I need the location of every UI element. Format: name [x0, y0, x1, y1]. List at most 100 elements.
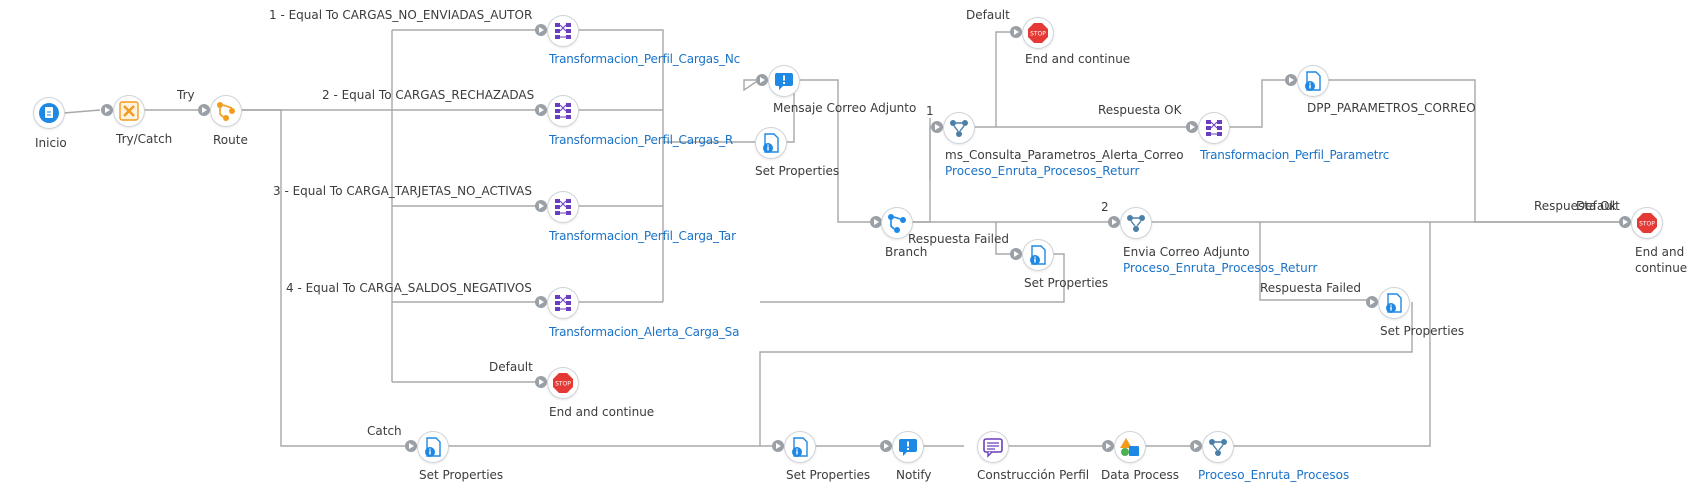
transform-node-3[interactable] — [548, 192, 578, 222]
envia-sub-label[interactable]: Proceso_Enruta_Procesos_Returr — [1123, 261, 1318, 275]
default-right-label: Default — [1576, 199, 1620, 213]
branch-node[interactable] — [882, 208, 912, 238]
inicio-label: Inicio — [35, 136, 67, 150]
branch-2-edge-label: 2 — [1101, 200, 1109, 214]
stop-node-right[interactable]: STOP — [1632, 208, 1662, 238]
set-properties-icon — [425, 437, 441, 457]
set-properties-icon — [763, 133, 779, 153]
respuesta-failed-1-label: Respuesta Failed — [908, 232, 1009, 246]
route-stop-in-port[interactable] — [535, 376, 547, 388]
trycatch-label: Try/Catch — [116, 132, 173, 146]
setprops-right-in-port[interactable] — [1366, 296, 1378, 308]
dataprocess-in-port[interactable] — [1102, 440, 1114, 452]
mensaje-node[interactable] — [769, 66, 799, 96]
setprops-node-top[interactable] — [756, 128, 786, 158]
stop-right-label-2: continue — [1635, 261, 1688, 275]
dpp-in-port[interactable] — [1285, 74, 1297, 86]
route-node[interactable] — [211, 96, 241, 126]
svg-text:STOP: STOP — [1030, 31, 1046, 38]
transform-node-4[interactable] — [548, 288, 578, 318]
default-top-edge-label: Default — [966, 8, 1010, 22]
inicio-node[interactable] — [34, 98, 64, 128]
setprops-node-bottom[interactable] — [785, 432, 815, 462]
transform-3-label[interactable]: Transformacion_Perfil_Carga_Tar — [549, 229, 736, 243]
respuesta-ok-right-label: Respuesta Ok — [1534, 199, 1617, 213]
trycatch-in-port[interactable] — [101, 104, 113, 116]
stop-right-in-port[interactable] — [1619, 216, 1631, 228]
route-default-edge-label: Default — [489, 360, 533, 374]
transform-node-2[interactable] — [548, 96, 578, 126]
proceso-enruta-in-port[interactable] — [1190, 440, 1202, 452]
transform-2-label[interactable]: Transformacion_Perfil_Cargas_R — [549, 133, 733, 147]
construccion-label: Construcción Perfil — [977, 468, 1090, 482]
catch-setprops-node[interactable] — [418, 432, 448, 462]
stop-top-label: End and continue — [1025, 52, 1131, 66]
mensaje-label: Mensaje Correo Adjunto — [773, 101, 917, 115]
notify-in-port[interactable] — [880, 440, 892, 452]
process-call-icon — [1127, 215, 1145, 232]
route-branch-1-label: 1 - Equal To CARGAS_NO_ENVIADAS_AUTOR — [269, 8, 533, 22]
setprops-mid-label: Set Properties — [1024, 276, 1109, 290]
t2-in-port[interactable] — [535, 104, 547, 116]
t1-in-port[interactable] — [535, 24, 547, 36]
svg-text:STOP: STOP — [1639, 221, 1655, 228]
catch-setprops-in-port[interactable] — [405, 440, 417, 452]
catch-edge-label: Catch — [367, 424, 402, 438]
process-call-icon — [1209, 439, 1227, 456]
stop-node-top[interactable]: STOP — [1023, 18, 1053, 48]
setprops-mid-in-port[interactable] — [1010, 248, 1022, 260]
branch-1-edge-label: 1 — [926, 104, 934, 118]
stop-icon: STOP — [1028, 23, 1048, 43]
svg-text:STOP: STOP — [555, 381, 571, 388]
envia-node[interactable] — [1121, 208, 1151, 238]
dataprocess-label: Data Process — [1101, 468, 1179, 482]
setprops-bottom-in-port[interactable] — [772, 440, 784, 452]
dpp-node[interactable] — [1298, 66, 1328, 96]
setprops-right-label: Set Properties — [1380, 324, 1465, 338]
notify-icon — [899, 439, 917, 456]
dataprocess-node[interactable] — [1115, 432, 1145, 462]
t4-in-port[interactable] — [535, 296, 547, 308]
message-icon — [775, 73, 793, 90]
catch-setprops-label: Set Properties — [419, 468, 504, 482]
stop-node-route-default[interactable]: STOP — [548, 368, 578, 398]
transform-4-label[interactable]: Transformacion_Alerta_Carga_Sa — [549, 325, 740, 339]
envia-label: Envia Correo Adjunto — [1123, 245, 1250, 259]
message-icon — [983, 438, 1003, 458]
dpp-label: DPP_PARAMETROS_CORREO — [1307, 101, 1476, 115]
proceso-enruta-node[interactable] — [1203, 432, 1233, 462]
transf-param-in-port[interactable] — [1186, 121, 1198, 133]
transform-param-node[interactable] — [1199, 113, 1229, 143]
envia-in-port[interactable] — [1108, 216, 1120, 228]
branch-icon — [888, 214, 906, 233]
route-branch-2-label: 2 - Equal To CARGAS_RECHAZADAS — [322, 88, 535, 102]
notify-label: Notify — [896, 468, 932, 482]
setprops-node-mid[interactable] — [1023, 240, 1053, 270]
construccion-node[interactable] — [978, 432, 1008, 462]
map-transform-icon — [1206, 120, 1222, 136]
setprops-node-right[interactable] — [1379, 288, 1409, 318]
ms-consulta-sub-label[interactable]: Proceso_Enruta_Procesos_Returr — [945, 164, 1140, 178]
t3-in-port[interactable] — [535, 200, 547, 212]
trycatch-node[interactable] — [114, 96, 144, 126]
ms-consulta-in-port[interactable] — [931, 121, 943, 133]
route-in-port[interactable] — [198, 104, 210, 116]
stop-icon: STOP — [553, 373, 573, 393]
set-properties-icon — [1030, 245, 1046, 265]
respuesta-ok-edge-label: Respuesta OK — [1098, 103, 1182, 117]
stop-top-in-port[interactable] — [1010, 26, 1022, 38]
ms-consulta-node[interactable] — [944, 113, 974, 143]
mensaje-in-port[interactable] — [756, 74, 768, 86]
transform-1-label[interactable]: Transformacion_Perfil_Cargas_Nc — [549, 52, 740, 66]
proceso-enruta-label[interactable]: Proceso_Enruta_Procesos — [1198, 468, 1350, 482]
transform-param-label[interactable]: Transformacion_Perfil_Parametrc — [1200, 148, 1390, 162]
map-transform-icon — [555, 199, 571, 215]
branch-in-port[interactable] — [870, 216, 882, 228]
route-default-stop-label: End and continue — [549, 405, 655, 419]
process-call-icon — [950, 120, 968, 137]
route-label: Route — [213, 133, 248, 147]
notify-node[interactable] — [893, 432, 923, 462]
set-properties-icon — [1305, 71, 1321, 91]
transform-node-1[interactable] — [548, 16, 578, 46]
